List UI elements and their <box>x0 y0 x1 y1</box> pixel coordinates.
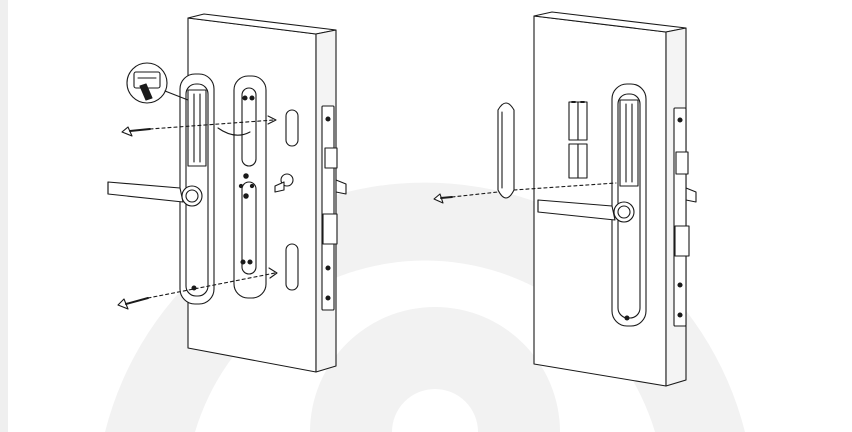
mounting-plate <box>217 75 267 299</box>
arrow-heads-left <box>267 115 278 279</box>
detail-callout <box>126 62 189 104</box>
door-cutouts <box>274 109 299 291</box>
screw-right <box>433 193 453 204</box>
guide-arrows-right <box>451 182 617 198</box>
battery-cover <box>497 102 515 199</box>
screw-top <box>121 126 151 137</box>
right-lock-body <box>611 83 647 327</box>
screw-bottom <box>117 297 149 310</box>
guide-arrows-left <box>147 119 276 299</box>
right-lever-handle <box>537 199 635 223</box>
left-edge-strip <box>0 0 8 432</box>
batteries <box>568 101 588 179</box>
lever-handle <box>107 181 203 207</box>
